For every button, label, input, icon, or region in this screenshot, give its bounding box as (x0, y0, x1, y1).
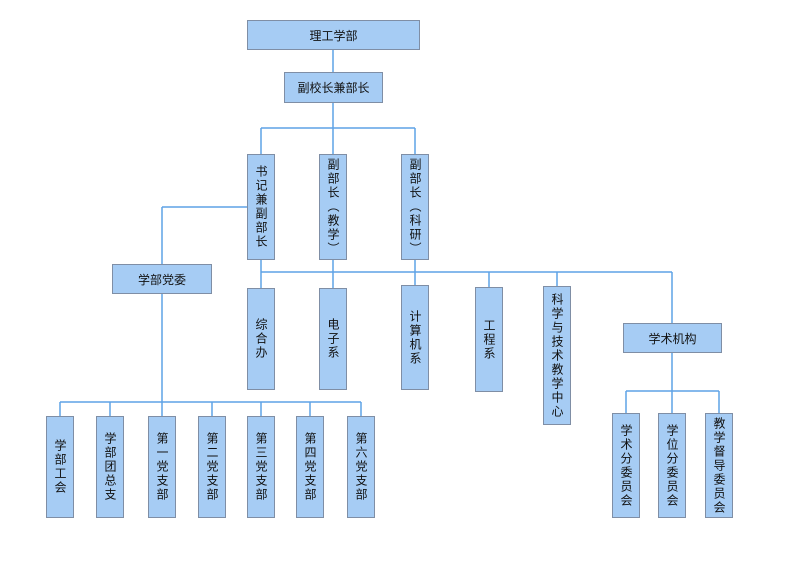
node-academic-subcommittee: 学术分委员会 (612, 413, 640, 518)
node-party-unit-branch-1: 第一党支部 (148, 416, 176, 518)
node-dept-engineering: 工程系 (475, 287, 503, 392)
node-degree-subcommittee: 学位分委员会 (658, 413, 686, 518)
node-dept-sci-tech-center: 科学与技术教学中心 (543, 286, 571, 425)
node-vice-research: 副部长（科研） (401, 154, 429, 260)
node-party-committee: 学部党委 (112, 264, 212, 294)
node-vice-president: 副校长兼部长 (284, 72, 383, 103)
node-academic-bodies: 学术机构 (623, 323, 722, 353)
node-party-unit-branch-3: 第三党支部 (247, 416, 275, 518)
node-party-unit-union: 学部工会 (46, 416, 74, 518)
node-teaching-supervision-committee: 教学督导委员会 (705, 413, 733, 518)
node-dept-computer: 计算机系 (401, 285, 429, 390)
node-party-unit-branch-2: 第二党支部 (198, 416, 226, 518)
node-root: 理工学部 (247, 20, 420, 50)
node-party-unit-youth-league: 学部团总支 (96, 416, 124, 518)
node-party-unit-branch-6: 第六党支部 (347, 416, 375, 518)
node-dept-electronics: 电子系 (319, 288, 347, 390)
node-party-unit-branch-4: 第四党支部 (296, 416, 324, 518)
node-vice-teaching: 副部长（教学） (319, 154, 347, 260)
node-dept-general-office: 综合办 (247, 288, 275, 390)
node-secretary: 书记兼副部长 (247, 154, 275, 260)
